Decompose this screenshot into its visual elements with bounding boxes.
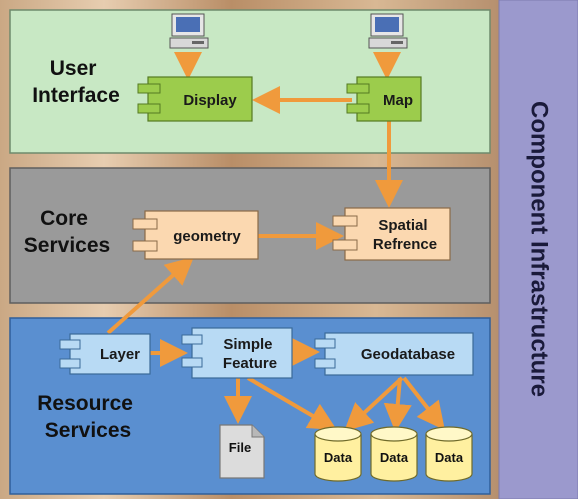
data-store-3-label: Data bbox=[435, 450, 464, 465]
geometry-label: geometry bbox=[173, 228, 241, 245]
geometry-component: geometry bbox=[132, 210, 259, 260]
data-store-1-label: Data bbox=[324, 450, 353, 465]
svg-text:Spatial Refrence: Spatial Refrence bbox=[373, 217, 437, 253]
simple-feature-label-line2: Feature bbox=[223, 355, 277, 372]
spatial-reference-component: Spatial Refrence bbox=[332, 207, 451, 261]
arrow-geodatabase-to-data-1 bbox=[344, 376, 404, 432]
computer-icon bbox=[169, 13, 209, 49]
computer-icon bbox=[368, 13, 408, 49]
data-store-3: Data bbox=[425, 426, 473, 482]
component-infrastructure-panel: Component Infrastructure bbox=[498, 0, 578, 499]
core-services-label-line2: Services bbox=[24, 234, 110, 257]
component-infrastructure-label: Component Infrastructure bbox=[526, 101, 553, 397]
data-store-1: Data bbox=[314, 426, 362, 482]
simple-feature-component: Simple Feature bbox=[181, 327, 293, 379]
arrow-geodatabase-to-data-2 bbox=[383, 377, 412, 432]
connector-arrows bbox=[106, 52, 445, 432]
svg-text:User Interface: User Interface bbox=[32, 57, 120, 107]
core-services-label-line1: Core bbox=[40, 207, 88, 230]
resource-services-label-line2: Services bbox=[45, 419, 131, 442]
arrow-simple-feature-to-data-1 bbox=[246, 376, 337, 431]
user-interface-label-line1: User bbox=[50, 57, 97, 80]
map-component: Map bbox=[346, 76, 422, 122]
file-document-icon: File bbox=[219, 424, 265, 479]
data-store-2-label: Data bbox=[380, 450, 409, 465]
svg-text:Core Services: Core Services bbox=[24, 207, 110, 257]
display-component: Display bbox=[137, 76, 253, 122]
display-label: Display bbox=[183, 92, 237, 109]
simple-feature-label-line1: Simple bbox=[223, 336, 272, 353]
spatial-reference-label-line1: Spatial bbox=[378, 217, 427, 234]
map-label: Map bbox=[383, 92, 413, 109]
user-interface-label-line2: Interface bbox=[32, 84, 120, 107]
file-label: File bbox=[229, 440, 251, 455]
resource-services-label-line1: Resource bbox=[37, 392, 133, 415]
arrow-layer-to-geometry bbox=[106, 256, 194, 335]
geodatabase-label: Geodatabase bbox=[361, 346, 455, 363]
layer-label: Layer bbox=[100, 346, 140, 363]
data-store-2: Data bbox=[370, 426, 418, 482]
svg-text:Resource Services: Resource Services bbox=[37, 392, 139, 442]
arrow-geodatabase-to-data-3 bbox=[402, 376, 445, 431]
svg-text:Simple Feature: Simple Feature bbox=[223, 336, 277, 372]
spatial-reference-label-line2: Refrence bbox=[373, 236, 437, 253]
geodatabase-component: Geodatabase bbox=[314, 332, 474, 376]
layer-component: Layer bbox=[59, 333, 151, 375]
